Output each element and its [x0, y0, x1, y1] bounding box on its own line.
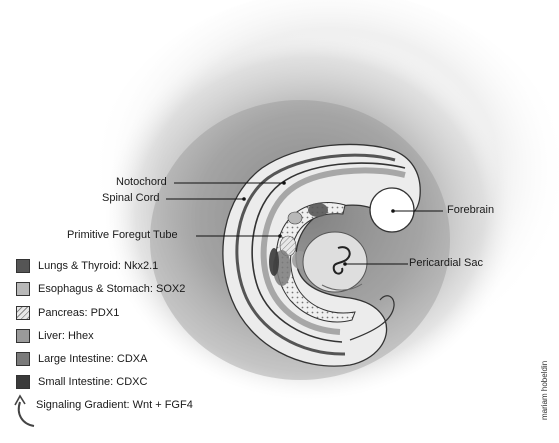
legend-label: Lungs & Thyroid: Nkx2.1 [38, 260, 159, 272]
forebrain-leader-dot [391, 209, 395, 213]
pericardial-sac-label: Pericardial Sac [409, 257, 483, 269]
forebrain-label: Forebrain [447, 204, 495, 216]
notochord-label: Notochord [116, 176, 167, 188]
swatch-liver [16, 329, 30, 343]
notochord-leader-dot [282, 181, 286, 185]
legend-label: Esophagus & Stomach: SOX2 [38, 283, 186, 295]
tail-curl [349, 295, 395, 341]
legend-item-esophagus-stomach: Esophagus & Stomach: SOX2 [16, 281, 185, 297]
spinal-cord-band [235, 153, 396, 356]
swatch-lungs-thyroid [16, 259, 30, 273]
legend-label: Pancreas: PDX1 [38, 307, 120, 319]
legend-item-large-intestine: Large Intestine: CDXA [16, 351, 147, 367]
spinal-cord-label: Spinal Cord [102, 192, 160, 204]
legend-item-lungs-thyroid: Lungs & Thyroid: Nkx2.1 [16, 258, 158, 274]
legend-label: Large Intestine: CDXA [38, 353, 148, 365]
curved-arrow-icon [17, 401, 35, 427]
legend-item-pancreas: Pancreas: PDX1 [16, 305, 119, 321]
notochord-band [251, 162, 406, 343]
foregut-leader-dot [278, 234, 282, 238]
pericardial-sac-shape [302, 231, 368, 293]
pericardial-inner-fold [321, 283, 363, 291]
swatch-esophagus-stomach [16, 282, 30, 296]
legend-item-small-intestine: Small Intestine: CDXC [16, 374, 147, 390]
lungs-thyroid-region [308, 203, 328, 217]
primitive-foregut-tube-label: Primitive Foregut Tube [67, 229, 178, 241]
swatch-pancreas [16, 306, 30, 320]
curved-arrow-head [14, 394, 26, 406]
artist-credit: mariam hobeldin [540, 360, 549, 420]
small-intestine-region [269, 248, 279, 276]
foregut-tube [275, 202, 356, 323]
legend-label: Small Intestine: CDXC [38, 376, 148, 388]
legend-item-signaling-gradient: Signaling Gradient: Wnt + FGF4 [36, 397, 193, 413]
dorsal-tissue [260, 167, 406, 335]
heart-tube [332, 246, 351, 275]
swatch-large-intestine [16, 352, 30, 366]
spinal-cord-leader-dot [242, 197, 246, 201]
signaling-gradient-label: Signaling Gradient: Wnt + FGF4 [36, 399, 193, 411]
pericardial-leader-dot [343, 262, 347, 266]
legend-label: Liver: Hhex [38, 330, 94, 342]
legend-item-liver: Liver: Hhex [16, 328, 94, 344]
swatch-small-intestine [16, 375, 30, 389]
esophagus-stomach-region [287, 211, 303, 225]
